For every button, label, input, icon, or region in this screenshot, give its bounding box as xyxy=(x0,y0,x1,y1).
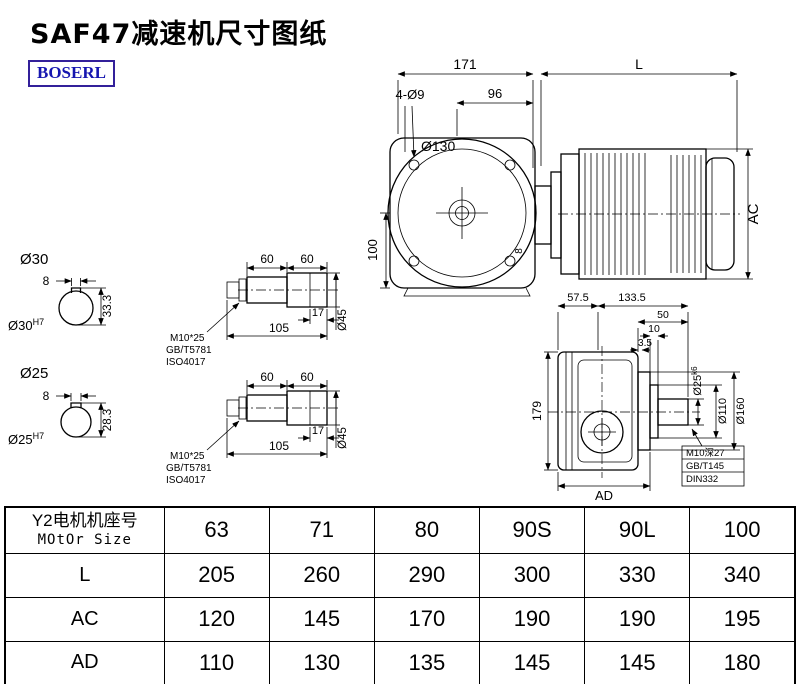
dim-60a-label: 60 xyxy=(260,370,274,384)
size-table: Y2电机机座号 MOtOr Size 63 71 80 90S 90L 100 … xyxy=(4,506,796,684)
front-view: 171 L 96 4-Ø9 Ø130 100 AC 8 xyxy=(365,56,762,297)
dim-60b-label: 60 xyxy=(300,370,314,384)
AD-value: 145 xyxy=(584,640,691,684)
L-value: 260 xyxy=(268,552,375,598)
shaft-detail-1: 60 60 17 105 Ø45 M10*25 GB/T5781 ISO401 xyxy=(166,252,349,368)
AD-value: 110 xyxy=(163,640,270,684)
key-width-30-label: 8 xyxy=(43,274,50,288)
note-m10-label: M10深27 xyxy=(686,448,725,459)
motor-size-90S: 90S xyxy=(478,506,586,554)
key-depth-25-label: 28.3 xyxy=(102,409,114,431)
dim-133-5-label: 133.5 xyxy=(618,292,646,304)
AD-value: 180 xyxy=(689,640,796,684)
side-view: 57.5 133.5 50 10 3.5 Ø25k6 Ø110 xyxy=(530,292,747,503)
note-iso4017-label: ISO4017 xyxy=(166,475,206,486)
bore-30-label: Ø30 xyxy=(20,251,48,268)
L-value: 290 xyxy=(373,552,480,598)
note-m10x25-label: M10*25 xyxy=(170,451,205,462)
AC-value: 170 xyxy=(373,596,480,642)
AC-value: 190 xyxy=(478,596,586,642)
note-din332-label: DIN332 xyxy=(686,474,718,485)
shaft-section-30: Ø30 8 33.3 Ø30H7 xyxy=(8,251,114,333)
motor-size-header-cn: Y2电机机座号 xyxy=(31,511,138,531)
L-value: 205 xyxy=(163,552,270,598)
motor-size-80: 80 xyxy=(373,506,480,554)
dim-AD-label: AD xyxy=(595,488,613,503)
tapped-hole-note: M10深27 GB/T145 DIN332 xyxy=(681,428,745,487)
row-label-AC: AC xyxy=(4,596,165,642)
dim-17-label: 17 xyxy=(312,425,324,437)
bore-30-h7-label: Ø30H7 xyxy=(8,317,44,333)
dim-100-label: 100 xyxy=(365,239,380,261)
AD-value: 145 xyxy=(478,640,586,684)
dim-96-label: 96 xyxy=(488,86,502,101)
table-row-L: L 205 260 290 300 330 340 xyxy=(4,552,796,598)
dim-171-label: 171 xyxy=(453,56,477,72)
motor-size-100: 100 xyxy=(689,506,796,554)
dim-10-label: 10 xyxy=(648,323,660,335)
note-gbt5781-label: GB/T5781 xyxy=(166,345,212,356)
motor-size-header-en: MOtOr Size xyxy=(37,532,132,549)
dim-105-label: 105 xyxy=(269,321,289,335)
L-value: 340 xyxy=(689,552,796,598)
dim-3-5-label: 3.5 xyxy=(638,338,652,349)
table-row-header: Y2电机机座号 MOtOr Size 63 71 80 90S 90L 100 xyxy=(4,506,796,554)
note-gbt5781-label: GB/T5781 xyxy=(166,463,212,474)
dim-8-input-label: 8 xyxy=(514,248,525,254)
note-gbt145-label: GB/T145 xyxy=(686,461,724,472)
AD-value: 130 xyxy=(268,640,375,684)
page-title: SAF47减速机尺寸图纸 xyxy=(30,19,328,50)
L-value: 330 xyxy=(584,552,691,598)
drawing-canvas: 171 L 96 4-Ø9 Ø130 100 AC 8 xyxy=(8,56,762,503)
dim-179-label: 179 xyxy=(530,401,544,421)
dim-60b-label: 60 xyxy=(300,252,314,266)
motor-size-header-cell: Y2电机机座号 MOtOr Size xyxy=(4,506,165,554)
brand-logo: BOSERL xyxy=(28,60,115,87)
bore-25-h7-label: Ø25H7 xyxy=(8,431,44,447)
row-label-L: L xyxy=(4,552,165,598)
row-label-AD: AD xyxy=(4,640,165,684)
dim-17-label: 17 xyxy=(312,307,324,319)
motor-size-71: 71 xyxy=(268,506,375,554)
motor-size-63: 63 xyxy=(163,506,270,554)
AC-value: 145 xyxy=(268,596,375,642)
dim-D45-label: Ø45 xyxy=(337,427,349,449)
dim-L-label: L xyxy=(635,56,643,72)
dim-AC-label: AC xyxy=(745,203,762,224)
shaft-section-25: Ø25 8 28.3 Ø25H7 xyxy=(8,365,114,447)
motor-size-90L: 90L xyxy=(584,506,691,554)
AC-value: 195 xyxy=(689,596,796,642)
note-m10x25-label: M10*25 xyxy=(170,333,205,344)
dim-105-label: 105 xyxy=(269,439,289,453)
AC-value: 190 xyxy=(584,596,691,642)
dim-D160-label: Ø160 xyxy=(735,398,747,425)
dim-D110-label: Ø110 xyxy=(717,398,729,424)
dim-D45-label: Ø45 xyxy=(337,309,349,331)
dim-D130-label: Ø130 xyxy=(421,138,455,154)
table-row-AD: AD 110 130 135 145 145 180 xyxy=(4,640,796,684)
note-iso4017-label: ISO4017 xyxy=(166,357,206,368)
AD-value: 135 xyxy=(373,640,480,684)
L-value: 300 xyxy=(478,552,586,598)
shaft-detail-2: 60 60 17 105 Ø45 M10*25 GB/T5781 ISO401 xyxy=(166,370,349,486)
AC-value: 120 xyxy=(163,596,270,642)
bore-25-label: Ø25 xyxy=(20,365,48,382)
table-row-AC: AC 120 145 170 190 190 195 xyxy=(4,596,796,642)
dim-57-5-label: 57.5 xyxy=(567,292,588,304)
motor xyxy=(558,148,740,280)
key-width-25-label: 8 xyxy=(43,389,50,403)
dim-50-label: 50 xyxy=(657,309,669,321)
key-depth-30-label: 33.3 xyxy=(102,295,114,317)
dim-60a-label: 60 xyxy=(260,252,274,266)
dim-D25k6-label: Ø25k6 xyxy=(690,366,704,396)
dim-4xD9-label: 4-Ø9 xyxy=(396,87,425,102)
